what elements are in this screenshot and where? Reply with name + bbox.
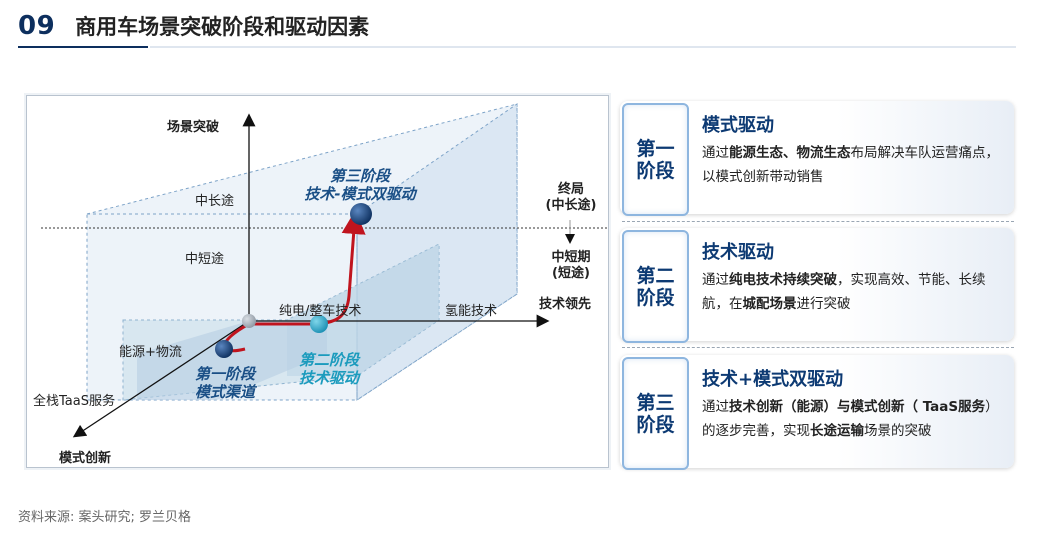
body-text: 布局解决车队运营痛点，以模式创新带动销售 bbox=[702, 145, 999, 185]
section-number: 09 bbox=[18, 11, 56, 41]
x-axis-label: 技术领先 bbox=[539, 297, 592, 312]
body-bold: 纯电技术持续突破 bbox=[729, 272, 837, 288]
stage1-title: 第一阶段 bbox=[194, 365, 255, 383]
z-axis bbox=[72, 320, 250, 438]
stage1-card: 第一阶段 模式驱动 通过能源生态、物流生态布局解决车队运营痛点，以模式创新带动销… bbox=[620, 101, 1014, 216]
stage1-box bbox=[137, 320, 327, 400]
y-level-long: 中长途 bbox=[195, 194, 235, 209]
stage2-card-title: 技术驱动 bbox=[702, 242, 774, 263]
body-text: 场景的突破 bbox=[864, 423, 932, 439]
stage2-badge-line1: 第二 bbox=[636, 264, 675, 287]
body-text: ）的逐步完善，实现 bbox=[702, 399, 999, 439]
stage2-subtitle: 技术驱动 bbox=[298, 369, 359, 387]
stage2-label: 第二阶段 技术驱动 bbox=[279, 351, 379, 387]
stage1-badge-line2: 阶段 bbox=[636, 159, 675, 182]
body-bold: 能源生态、物流生态 bbox=[729, 145, 851, 161]
endgame-sublabel: (中长途) bbox=[545, 198, 597, 213]
node-stage2 bbox=[310, 315, 328, 333]
body-bold: 技术创新（能源）与模式创新（ TaaS服务 bbox=[729, 399, 986, 415]
source-note: 资料来源: 案头研究; 罗兰贝格 bbox=[18, 510, 192, 525]
node-stage1 bbox=[215, 340, 233, 358]
x-level-ev: 纯电/整车技术 bbox=[279, 304, 362, 319]
z-axis-label: 模式创新 bbox=[59, 451, 112, 466]
stage1-badge: 第一阶段 bbox=[622, 103, 689, 216]
stage3-card: 第三阶段 技术+模式双驱动 通过技术创新（能源）与模式创新（ TaaS服务）的逐… bbox=[620, 355, 1014, 470]
stage2-card-body: 通过纯电技术持续突破，实现高效、节能、长续航，在城配场景进行突破 bbox=[702, 268, 1002, 316]
z-level-taas: 全栈TaaS服务 bbox=[33, 394, 115, 409]
body-text: 通过 bbox=[702, 272, 729, 288]
page-title: 商用车场景突破阶段和驱动因素 bbox=[75, 15, 370, 39]
stage1-card-title: 模式驱动 bbox=[702, 115, 774, 136]
stage2-badge-line2: 阶段 bbox=[636, 286, 675, 309]
stage3-label: 第三阶段 技术-模式双驱动 bbox=[295, 167, 425, 203]
body-text: 通过 bbox=[702, 145, 729, 161]
diagram-graphics bbox=[41, 103, 608, 438]
stage2-title: 第二阶段 bbox=[298, 351, 359, 369]
header-rule-light bbox=[150, 46, 1016, 48]
mid-sublabel: (短途) bbox=[552, 266, 590, 281]
x-level-hydrogen: 氢能技术 bbox=[445, 304, 498, 319]
node-stage3 bbox=[350, 203, 372, 225]
stage1-subtitle: 模式渠道 bbox=[194, 383, 255, 401]
y-level-short: 中短途 bbox=[185, 252, 225, 267]
page-header: 09 商用车场景突破阶段和驱动因素 bbox=[18, 8, 369, 44]
stage-diagram: 场景突破 技术领先 模式创新 中长途 中短途 纯电/整车技术 氢能技术 能源+物… bbox=[26, 95, 609, 468]
stage3-title: 第三阶段 bbox=[329, 167, 390, 185]
header-rule bbox=[18, 46, 148, 48]
body-bold: 城配场景 bbox=[742, 296, 797, 312]
y-axis-label: 场景突破 bbox=[167, 120, 220, 135]
stage2-card: 第二阶段 技术驱动 通过纯电技术持续突破，实现高效、节能、长续航，在城配场景进行… bbox=[620, 228, 1014, 343]
card-divider bbox=[622, 221, 1014, 222]
stage1-card-body: 通过能源生态、物流生态布局解决车队运营痛点，以模式创新带动销售 bbox=[702, 141, 1002, 189]
stage3-badge: 第三阶段 bbox=[622, 357, 689, 470]
body-text: 通过 bbox=[702, 399, 729, 415]
stage2-badge: 第二阶段 bbox=[622, 230, 689, 343]
card-divider bbox=[622, 347, 1014, 348]
stage1-badge-line1: 第一 bbox=[636, 137, 675, 160]
mid-label: 中短期 bbox=[551, 250, 591, 265]
stage3-badge-line1: 第三 bbox=[636, 391, 675, 414]
stage3-card-title: 技术+模式双驱动 bbox=[702, 369, 844, 390]
stage3-card-body: 通过技术创新（能源）与模式创新（ TaaS服务）的逐步完善，实现长途运输场景的突… bbox=[702, 395, 1002, 443]
z-level-energy-logistics: 能源+物流 bbox=[119, 345, 182, 360]
stage1-label: 第一阶段 模式渠道 bbox=[175, 365, 275, 401]
body-text: 进行突破 bbox=[796, 296, 851, 312]
stage3-subtitle: 技术-模式双驱动 bbox=[304, 185, 416, 203]
endgame-label: 终局 bbox=[557, 182, 584, 197]
stage3-badge-line2: 阶段 bbox=[636, 413, 675, 436]
body-bold: 长途运输 bbox=[810, 423, 864, 439]
node-hidden bbox=[242, 314, 256, 328]
body-text: ，实现高效、节能、长续航，在 bbox=[702, 272, 986, 312]
